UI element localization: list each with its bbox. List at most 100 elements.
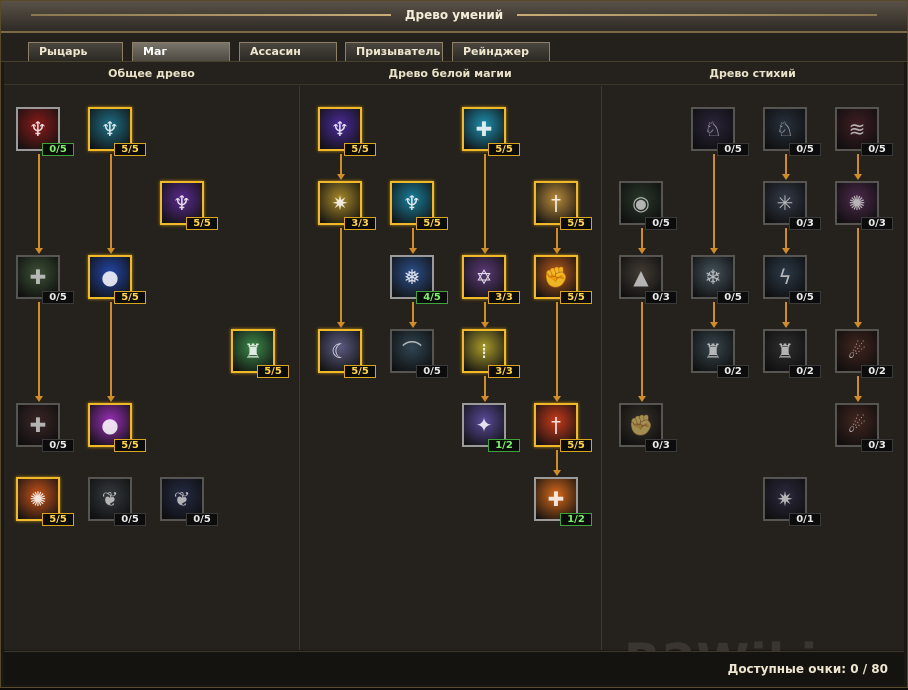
tree-connector [484, 376, 486, 396]
skill-rank-badge: 0/5 [717, 291, 749, 304]
skill-rank-badge: 0/5 [789, 143, 821, 156]
tab-mage[interactable]: Маг [132, 42, 230, 61]
skill-glyph: ✷ [331, 191, 349, 215]
violet-figure-icon[interactable]: ♆ [160, 181, 204, 225]
skill-rank-badge: 0/5 [717, 143, 749, 156]
skill-glyph: ✚ [475, 117, 493, 141]
skill-rank-badge: 0/3 [861, 217, 893, 230]
window-title: Древо умений [404, 8, 504, 22]
tab-knight[interactable]: Рыцарь [28, 42, 123, 61]
skill-glyph: ◉ [632, 191, 650, 215]
connector-arrow [782, 174, 790, 180]
tab-summoner[interactable]: Призыватель [345, 42, 443, 61]
tree-connector [110, 154, 112, 248]
connector-arrow [553, 396, 561, 402]
class-tabs: Рыцарь Маг Ассасин Призыватель Рейнджер [1, 33, 907, 62]
skill-glyph: ☄ [848, 413, 866, 437]
tree-connector [484, 154, 486, 248]
holy-sword-icon[interactable]: † [534, 181, 578, 225]
column-title-elements: Древо стихий [709, 67, 796, 80]
skill-glyph: ✺ [29, 487, 47, 511]
tree-connector [857, 376, 859, 396]
skill-rank-badge: 5/5 [344, 143, 376, 156]
skill-rank-badge: 5/5 [416, 217, 448, 230]
connector-arrow [782, 248, 790, 254]
available-points: Доступные очки: 0 / 80 [727, 662, 888, 676]
moon-face-icon[interactable]: ☾ [318, 329, 362, 373]
skill-glyph: ♆ [173, 191, 191, 215]
skill-glyph: ♘ [704, 117, 722, 141]
skill-glyph: ● [101, 413, 119, 437]
lava-golem-icon[interactable]: ♜ [763, 329, 807, 373]
connector-arrow [553, 470, 561, 476]
connector-arrow [481, 322, 489, 328]
skill-rank-badge: 3/3 [344, 217, 376, 230]
tree-connector [110, 302, 112, 396]
skill-rank-badge: 0/2 [717, 365, 749, 378]
connector-arrow [337, 174, 345, 180]
title-bar[interactable]: Древо умений [1, 1, 907, 33]
skill-glyph: † [551, 191, 561, 215]
tree-connector [713, 302, 715, 322]
green-eye-icon[interactable]: ◉ [619, 181, 663, 225]
skill-trees-panel: Общее древо Древо белой магии Древо стих… [4, 62, 904, 690]
skill-rank-badge: 4/5 [416, 291, 448, 304]
column-title-general: Общее древо [108, 67, 195, 80]
skill-rank-badge: 0/2 [861, 365, 893, 378]
skill-glyph: ≋ [848, 117, 866, 141]
skill-glyph: ✷ [776, 487, 794, 511]
skill-glyph: † [551, 413, 561, 437]
tree-connector [857, 154, 859, 174]
purple-orb-icon[interactable]: ● [88, 403, 132, 447]
connector-arrow [409, 322, 417, 328]
skill-rank-badge: 5/5 [560, 439, 592, 452]
skill-glyph: ● [101, 265, 119, 289]
column-title-white-magic: Древо белой магии [388, 67, 512, 80]
connector-arrow [854, 322, 862, 328]
skill-rank-badge: 5/5 [488, 143, 520, 156]
tree-connector [340, 154, 342, 174]
skill-rank-badge: 5/5 [344, 365, 376, 378]
connector-arrow [481, 396, 489, 402]
skill-rank-badge: 0/3 [789, 217, 821, 230]
meteor-icon[interactable]: ☄ [835, 403, 879, 447]
tree-connector [484, 302, 486, 322]
tree-connector [556, 302, 558, 396]
yellow-swirl-icon[interactable]: ✷ [318, 181, 362, 225]
skill-rank-badge: 0/3 [645, 439, 677, 452]
skill-rank-badge: 0/5 [789, 291, 821, 304]
tab-assassin[interactable]: Ассасин [239, 42, 337, 61]
tree-connector [38, 302, 40, 396]
connector-arrow [337, 322, 345, 328]
skill-glyph: ▲ [633, 265, 649, 289]
skill-glyph: ♜ [704, 339, 722, 363]
skill-glyph: ✚ [547, 487, 565, 511]
red-cross-icon[interactable]: ✚ [16, 403, 60, 447]
skill-glyph: ✺ [848, 191, 866, 215]
skill-rank-badge: 3/3 [488, 365, 520, 378]
skill-glyph: ♆ [331, 117, 349, 141]
skill-rank-badge: 0/5 [42, 439, 74, 452]
tree-connector [38, 154, 40, 248]
tree-connector [556, 228, 558, 248]
tree-connector [340, 228, 342, 322]
skill-rank-badge: 0/5 [645, 217, 677, 230]
skill-glyph: ✊ [628, 413, 654, 437]
connector-arrow [35, 396, 43, 402]
skill-rank-badge: 5/5 [560, 217, 592, 230]
skill-glyph: ♜ [776, 339, 794, 363]
skill-rank-badge: 5/5 [186, 217, 218, 230]
skill-glyph: ☄ [848, 339, 866, 363]
connector-arrow [854, 396, 862, 402]
skill-glyph: ✊ [543, 265, 569, 289]
tree-connector [785, 228, 787, 248]
tab-ranger[interactable]: Рейнджер [452, 42, 550, 61]
skill-glyph: ♆ [29, 117, 47, 141]
connector-arrow [854, 174, 862, 180]
skill-rank-badge: 1/2 [488, 439, 520, 452]
tree-connector [785, 154, 787, 174]
tree-connector [412, 228, 414, 248]
skill-rank-badge: 0/3 [861, 439, 893, 452]
connector-arrow [107, 248, 115, 254]
column-divider [601, 86, 602, 650]
